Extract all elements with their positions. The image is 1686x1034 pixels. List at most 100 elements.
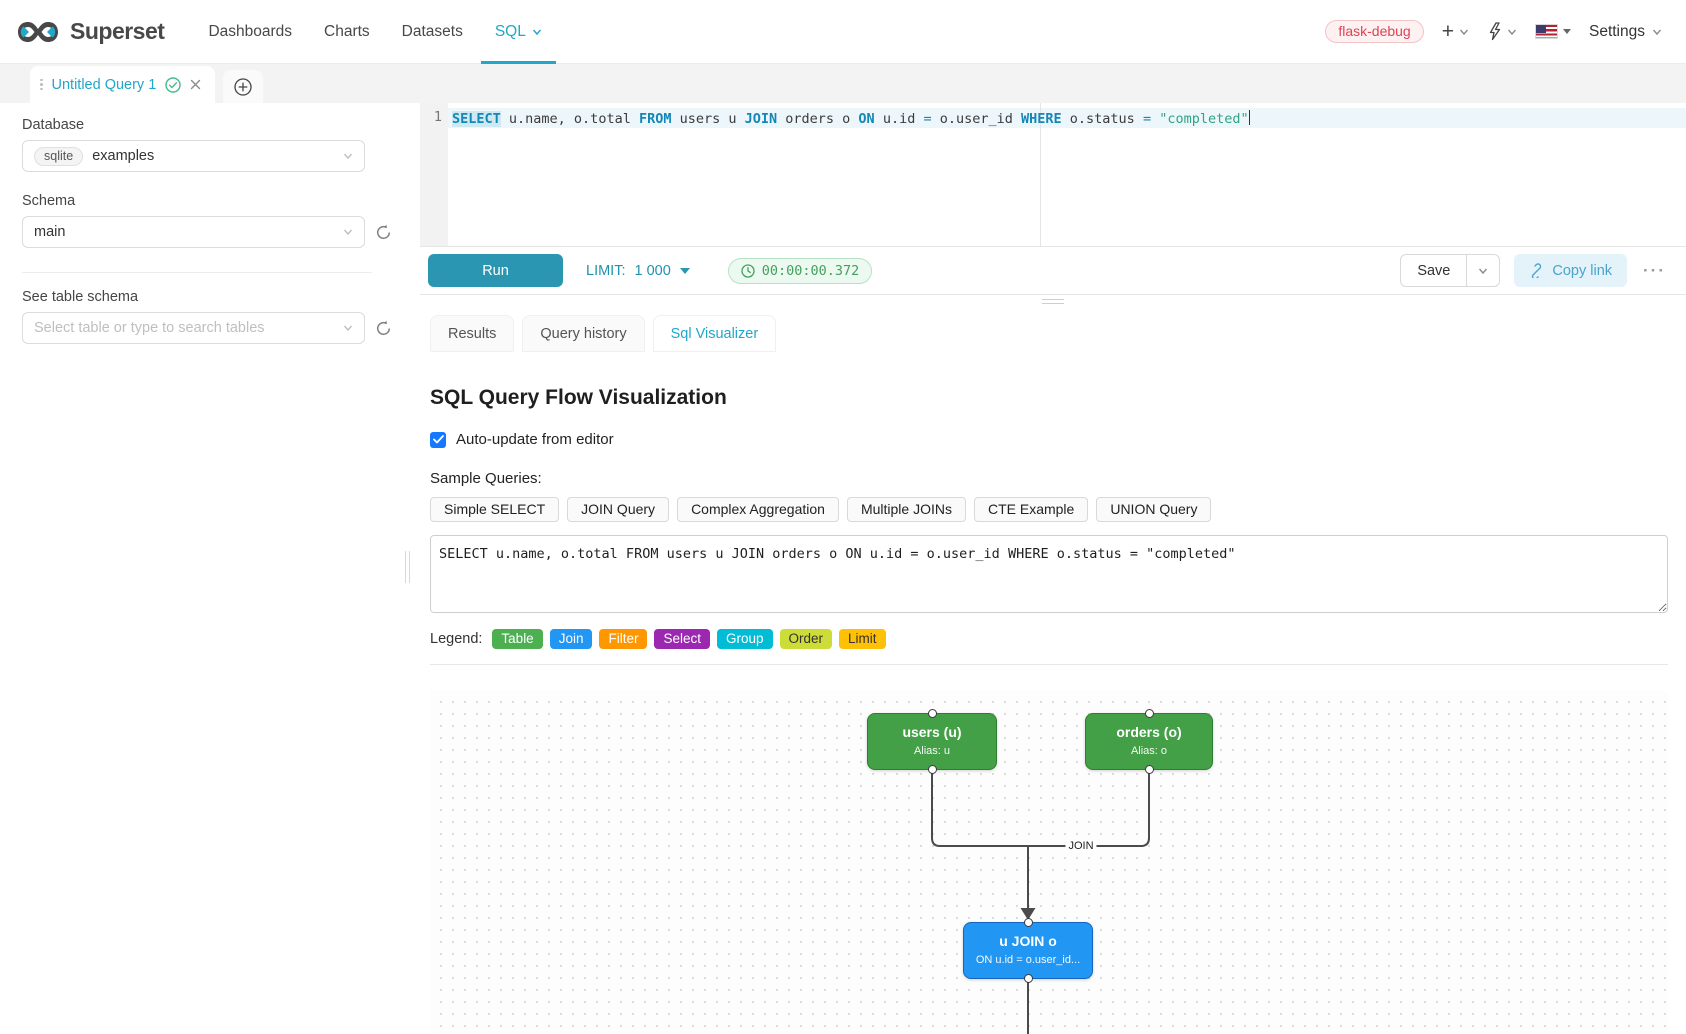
save-split-button: Save <box>1400 254 1501 287</box>
sample-query-button-cte-example[interactable]: CTE Example <box>973 497 1089 522</box>
sql-token: JOIN <box>744 111 778 127</box>
run-button[interactable]: Run <box>428 254 563 287</box>
legend-badge-order: Order <box>779 629 833 649</box>
drag-handle-icon[interactable] <box>40 78 43 91</box>
chevron-down-icon <box>1507 29 1517 35</box>
sql-token: o.status <box>1061 111 1143 127</box>
pane-resize-handle[interactable] <box>1042 299 1064 307</box>
flow-node-orders[interactable]: orders (o)Alias: o <box>1085 709 1213 774</box>
legend-badge-table: Table <box>492 629 543 649</box>
query-timer: 00:00:00.372 <box>727 257 873 284</box>
schema-select[interactable]: main <box>22 216 365 248</box>
new-query-tab-button[interactable] <box>223 70 264 103</box>
table-select[interactable]: Select table or type to search tables <box>22 312 365 344</box>
plus-icon: + <box>1441 20 1454 43</box>
chevron-down-icon <box>343 229 353 236</box>
tab-sql-visualizer[interactable]: Sql Visualizer <box>652 315 777 352</box>
auto-update-label: Auto-update from editor <box>456 431 614 448</box>
query-tab-active[interactable]: Untitled Query 1 <box>30 66 216 103</box>
visualizer-title: SQL Query Flow Visualization <box>430 386 727 409</box>
table-select-placeholder: Select table or type to search tables <box>34 320 265 336</box>
sql-token: users u <box>671 111 745 127</box>
query-tab-bar: Untitled Query 1 <box>0 64 1686 103</box>
chevron-down-icon <box>1479 268 1488 274</box>
settings-label: Settings <box>1588 22 1645 40</box>
legend-badge-select: Select <box>654 629 710 649</box>
copy-link-button[interactable]: Copy link <box>1514 254 1628 287</box>
nav-item-charts[interactable]: Charts <box>308 0 386 64</box>
sql-token: = <box>1142 111 1152 127</box>
sidebar-resize-handle[interactable] <box>405 551 410 583</box>
chevron-down-icon <box>1459 29 1469 35</box>
tab-results[interactable]: Results <box>430 315 515 352</box>
sample-query-button-simple-select[interactable]: Simple SELECT <box>430 497 560 522</box>
brand-name: Superset <box>70 18 165 44</box>
editor-pane: 1 SELECT u.name, o.total FROM users u JO… <box>420 103 1686 1034</box>
superset-logo-icon <box>18 21 58 42</box>
visualizer-divider <box>430 664 1668 665</box>
query-search-button[interactable] <box>1487 22 1517 41</box>
limit-value: 1 000 <box>634 262 671 279</box>
table-schema-label: See table schema <box>22 289 139 305</box>
tab-query-history[interactable]: Query history <box>522 315 645 352</box>
node-title: u JOIN o <box>999 933 1057 949</box>
more-actions-button[interactable]: ··· <box>1643 260 1666 280</box>
caret-down-icon <box>679 267 690 274</box>
schema-label: Schema <box>22 193 76 209</box>
save-options-button[interactable] <box>1466 254 1501 287</box>
flow-canvas[interactable]: users (u)Alias: u orders (o)Alias: o u JOI… <box>430 691 1668 1034</box>
new-item-button[interactable]: + <box>1442 21 1469 42</box>
settings-menu[interactable]: Settings <box>1589 23 1662 41</box>
legend-badge-group: Group <box>717 629 773 649</box>
flow-node-join[interactable]: u JOIN o ON u.id = o.user_id... <box>963 918 1093 983</box>
sample-query-button-complex-aggregation[interactable]: Complex Aggregation <box>677 497 839 522</box>
caret-down-icon <box>1562 29 1571 34</box>
refresh-icon <box>377 224 391 239</box>
flow-node-users[interactable]: users (u)Alias: u <box>867 709 997 774</box>
sql-token <box>1151 111 1159 127</box>
sql-token: ON <box>858 111 875 127</box>
clock-icon <box>741 263 755 278</box>
sample-query-button-join-query[interactable]: JOIN Query <box>567 497 670 522</box>
database-engine-pill: sqlite <box>34 146 84 166</box>
sample-queries-label: Sample Queries: <box>430 470 542 487</box>
refresh-tables-button[interactable] <box>375 320 392 337</box>
sql-lab-workspace: Database sqlite examples Schema main See <box>0 103 1686 1034</box>
sql-token: SELECT <box>452 111 501 127</box>
sql-token: orders o <box>777 111 859 127</box>
superset-logo[interactable]: Superset <box>16 18 165 46</box>
legend-badge-limit: Limit <box>839 629 886 649</box>
sidebar-divider <box>22 272 372 273</box>
node-subtitle: ON u.id = o.user_id... <box>975 954 1081 966</box>
visualizer-query-input[interactable]: SELECT u.name, o.total FROM users u JOIN… <box>430 535 1668 613</box>
sql-lab-sidebar: Database sqlite examples Schema main See <box>0 103 420 1034</box>
close-icon[interactable] <box>190 79 201 90</box>
sample-query-button-union-query[interactable]: UNION Query <box>1096 497 1212 522</box>
node-subtitle: Alias: o <box>1130 745 1168 757</box>
database-label: Database <box>22 117 85 133</box>
environment-tag: flask-debug <box>1325 20 1424 43</box>
language-picker[interactable] <box>1534 24 1571 39</box>
editor-gutter: 1 <box>420 103 448 246</box>
sql-code-line: SELECT u.name, o.total FROM users u JOIN… <box>448 109 1686 129</box>
nav-item-sql[interactable]: SQL <box>479 0 558 64</box>
save-button[interactable]: Save <box>1400 254 1467 287</box>
nav-item-datasets[interactable]: Datasets <box>386 0 479 64</box>
nav-item-dashboards[interactable]: Dashboards <box>192 0 308 64</box>
nav-item-label: Charts <box>324 22 370 40</box>
node-subtitle: Alias: u <box>913 745 951 757</box>
database-select[interactable]: sqlite examples <box>22 140 365 172</box>
active-line-highlight <box>448 108 1686 128</box>
us-flag-icon <box>1534 24 1558 39</box>
sql-visualizer-panel: SQL Query Flow Visualization Auto-update… <box>430 352 1668 1034</box>
sample-query-buttons: Simple SELECT JOIN Query Complex Aggregati… <box>430 497 1668 522</box>
chevron-down-icon <box>343 325 353 332</box>
refresh-schema-button[interactable] <box>375 224 392 241</box>
sql-editor[interactable]: 1 SELECT u.name, o.total FROM users u JO… <box>420 103 1686 246</box>
limit-dropdown[interactable]: LIMIT: 1 000 <box>586 263 690 279</box>
sample-query-button-multiple-joins[interactable]: Multiple JOINs <box>846 497 966 522</box>
nav-right: flask-debug + Settings <box>1325 20 1662 43</box>
auto-update-checkbox[interactable] <box>430 431 446 448</box>
